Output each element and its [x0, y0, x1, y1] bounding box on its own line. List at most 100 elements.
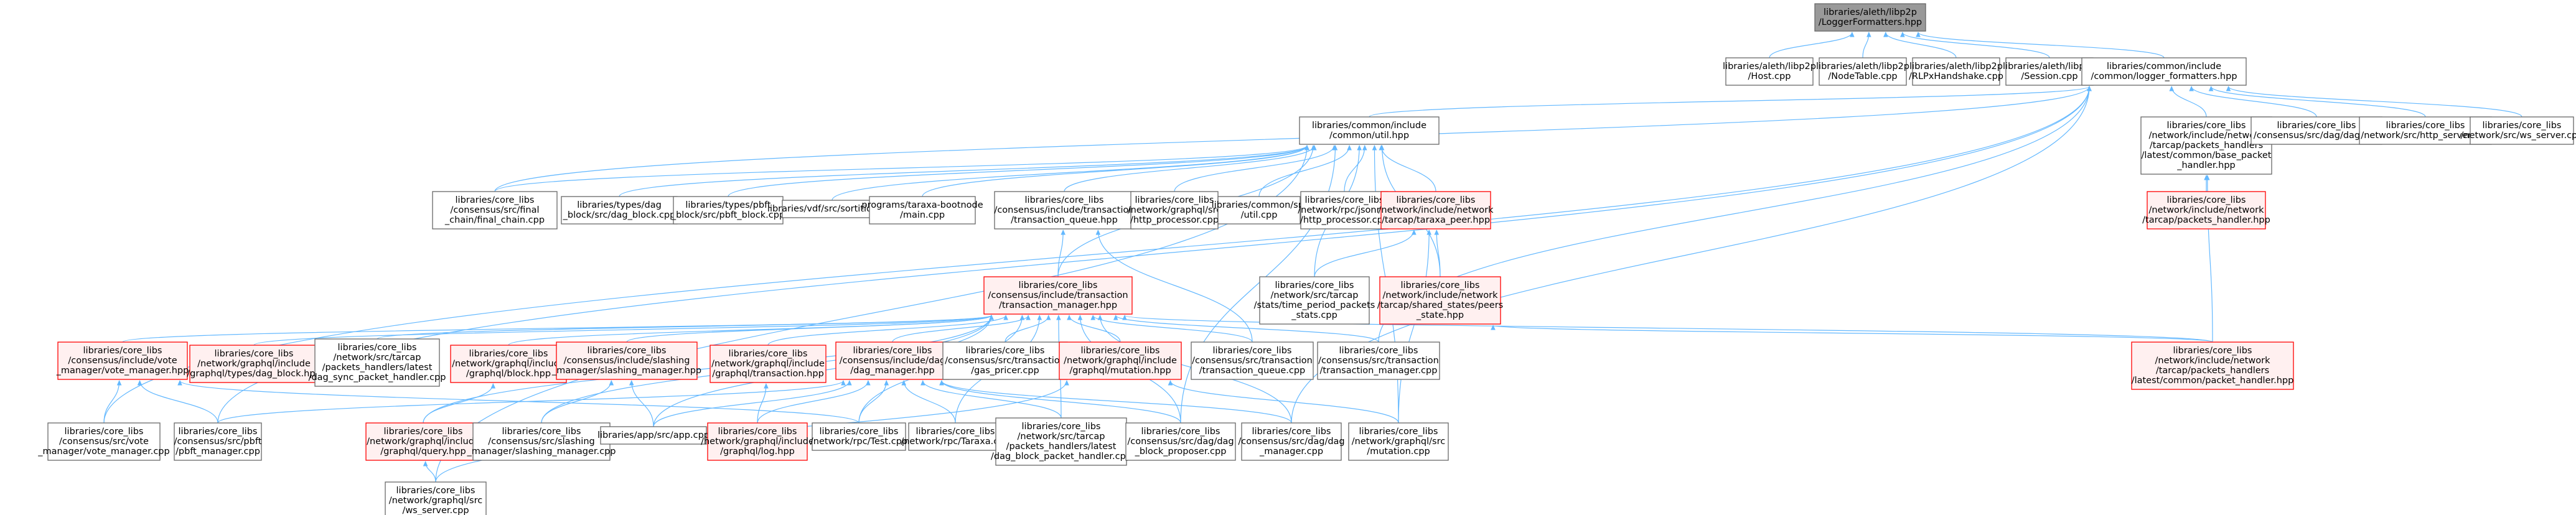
- file-node[interactable]: libraries/core_libs/consensus/src/dag/da…: [1238, 422, 1345, 461]
- file-node[interactable]: libraries/core_libs/network/graphql/src/…: [1128, 191, 1221, 230]
- node-label-line: /dag_block_packet_handler.cpp: [991, 452, 1131, 462]
- file-node[interactable]: libraries/aleth/libp2p/Host.cpp: [1723, 57, 1816, 86]
- file-node[interactable]: libraries/core_libs/consensus/include/sl…: [551, 341, 701, 380]
- node-label-line: libraries/core_libs: [215, 349, 294, 359]
- node-label-line: libraries/core_libs: [1081, 346, 1160, 356]
- node-label-line: libraries/core_libs: [65, 427, 144, 437]
- root-file-node: libraries/aleth/libp2p/LoggerFormatters.…: [1814, 3, 1926, 32]
- node-label-line: _chain/final_chain.cpp: [444, 215, 545, 225]
- file-node[interactable]: libraries/core_libs/network/include/netw…: [1377, 276, 1503, 325]
- node-label-line: libraries/core_libs: [1252, 427, 1331, 437]
- file-node[interactable]: libraries/core_libs/consensus/src/transa…: [1191, 341, 1314, 380]
- file-node[interactable]: libraries/core_libs/network/graphql/incl…: [710, 345, 827, 383]
- node-label-line: _manager.cpp: [1259, 447, 1323, 457]
- file-node[interactable]: libraries/core_libs/network/graphql/src/…: [385, 481, 487, 515]
- node-box: [365, 422, 481, 461]
- node-label-line: libraries/core_libs: [179, 427, 258, 437]
- node-box: [1130, 191, 1219, 230]
- file-node[interactable]: programs/taraxa-bootnode/main.cpp: [861, 196, 983, 225]
- file-node[interactable]: libraries/common/include/common/logger_f…: [2081, 57, 2247, 86]
- node-label-line: libraries/core_libs: [502, 427, 581, 437]
- node-box: [1380, 191, 1491, 230]
- file-node[interactable]: libraries/core_libs/consensus/src/transa…: [1317, 341, 1440, 380]
- node-label-line: /transaction_manager.cpp: [1320, 366, 1438, 376]
- file-node[interactable]: libraries/common/include/common/util.hpp: [1299, 116, 1440, 145]
- node-label-line: libraries/core_libs: [2483, 121, 2562, 131]
- file-node[interactable]: libraries/core_libs/network/include/netw…: [1379, 191, 1494, 230]
- dependency-edge: [426, 462, 436, 483]
- file-node[interactable]: libraries/core_libs/network/src/ws_serve…: [2461, 116, 2576, 145]
- node-label-line: libraries/core_libs: [83, 346, 162, 356]
- file-node[interactable]: libraries/core_libs/consensus/include/tr…: [994, 191, 1135, 230]
- dependency-edge: [180, 381, 859, 424]
- node-label-line: libraries/core_libs: [820, 427, 899, 437]
- file-node[interactable]: libraries/core_libs/network/src/http_ser…: [2359, 116, 2492, 145]
- file-node[interactable]: libraries/core_libs/consensus/include/vo…: [56, 341, 189, 380]
- file-node[interactable]: libraries/types/pbft_block/src/pbft_bloc…: [671, 196, 785, 225]
- file-node[interactable]: libraries/core_libs/consensus/src/dag/da…: [1125, 422, 1236, 461]
- node-label-line: /network/src/tarcap: [1271, 290, 1359, 300]
- node-label-line: /consensus/include/transaction: [994, 205, 1134, 215]
- file-node[interactable]: libraries/core_libs/consensus/src/final_…: [432, 191, 558, 230]
- node-label-line: libraries/core_libs: [1135, 195, 1214, 205]
- dependency-edge: [1064, 146, 1314, 192]
- file-node[interactable]: libraries/core_libs/consensus/src/transa…: [942, 341, 1068, 380]
- file-node[interactable]: libraries/core_libs/consensus/src/slashi…: [466, 422, 616, 461]
- file-node[interactable]: libraries/core_libs/consensus/include/da…: [835, 341, 950, 380]
- node-box: [983, 276, 1133, 315]
- file-node[interactable]: libraries/core_libs/network/src/tarcap/p…: [991, 417, 1131, 466]
- node-label-line: /network/src/tarcap: [1018, 432, 1105, 442]
- node-label-line: /transaction_queue.cpp: [1199, 366, 1305, 376]
- file-node[interactable]: libraries/vdf/src/sortition.cpp: [767, 200, 897, 218]
- file-node[interactable]: libraries/aleth/libp2p/NodeTable.cpp: [1816, 57, 1909, 86]
- node-box: [1299, 116, 1440, 145]
- file-node[interactable]: libraries/core_libs/network/rpc/Taraxa.c…: [901, 422, 1010, 451]
- node-label-line: libraries/core_libs: [1019, 281, 1098, 290]
- file-node[interactable]: libraries/core_libs/network/graphql/incl…: [701, 422, 814, 461]
- node-box: [994, 191, 1135, 230]
- file-node[interactable]: libraries/types/dag_block/src/dag_block.…: [561, 196, 678, 225]
- node-label-line: /tarcap/packets_handler.hpp: [2142, 215, 2270, 225]
- file-node[interactable]: libraries/core_libs/network/include/netw…: [2140, 116, 2272, 175]
- node-box: [1125, 422, 1236, 461]
- file-node[interactable]: libraries/core_libs/consensus/src/pbft/p…: [174, 422, 262, 461]
- node-label-line: /transaction_manager.hpp: [999, 300, 1117, 310]
- node-label-line: _block/src/pbft_block.cpp: [671, 210, 785, 220]
- file-node[interactable]: libraries/aleth/libp2p/RLPxHandshake.cpp: [1909, 57, 2003, 86]
- file-node[interactable]: libraries/aleth/libp2p/Session.cpp: [2003, 57, 2096, 86]
- node-label-line: libraries/common/include: [1312, 121, 1426, 131]
- dependency-edge: [942, 381, 1292, 424]
- file-node[interactable]: libraries/core_libs/network/src/tarcap/s…: [1254, 276, 1375, 325]
- file-node[interactable]: libraries/core_libs/consensus/src/vote_m…: [37, 422, 170, 461]
- file-node[interactable]: libraries/common/src/util.cpp: [1212, 196, 1307, 225]
- dependency-edge: [494, 146, 1307, 192]
- node-label-line: libraries/core_libs: [1275, 281, 1354, 290]
- dependency-edge: [757, 381, 868, 424]
- node-label-line: /network/graphql/include: [452, 359, 565, 369]
- file-node[interactable]: libraries/core_libs/network/include/netw…: [2131, 341, 2294, 390]
- node-label-line: libraries/core_libs: [396, 486, 475, 496]
- node-label-line: libraries/core_libs: [588, 346, 667, 356]
- file-node[interactable]: libraries/core_libs/consensus/include/tr…: [983, 276, 1133, 315]
- node-box: [1241, 422, 1342, 461]
- file-node[interactable]: libraries/core_libs/network/graphql/incl…: [450, 345, 567, 383]
- file-node[interactable]: libraries/core_libs/network/src/tarcap/p…: [309, 338, 446, 387]
- file-node[interactable]: libraries/app/src/app.cpp: [597, 426, 710, 445]
- node-label-line: libraries/core_libs: [966, 346, 1045, 356]
- file-node[interactable]: libraries/core_libs/network/graphql/incl…: [365, 422, 481, 461]
- node-box: [556, 341, 698, 380]
- dependency-edge: [1069, 315, 1121, 343]
- file-node[interactable]: libraries/core_libs/network/graphql/src/…: [1348, 422, 1449, 461]
- node-label-line: libraries/core_libs: [1305, 195, 1384, 205]
- node-box: [908, 422, 1003, 451]
- node-label-line: _manager/slashing_manager.cpp: [466, 447, 616, 457]
- node-label-line: /graphql/block.hpp: [466, 369, 551, 379]
- file-node[interactable]: libraries/core_libs/network/rpc/Test.cpp: [810, 422, 907, 451]
- file-node[interactable]: libraries/core_libs/network/graphql/incl…: [1059, 341, 1182, 380]
- node-box: [450, 345, 567, 383]
- file-node[interactable]: libraries/core_libs/network/rpc/jsonrpc/…: [1298, 191, 1391, 230]
- node-box: [2147, 191, 2266, 230]
- file-node[interactable]: libraries/core_libs/network/graphql/incl…: [187, 345, 321, 383]
- file-node[interactable]: libraries/core_libs/network/include/netw…: [2142, 191, 2270, 230]
